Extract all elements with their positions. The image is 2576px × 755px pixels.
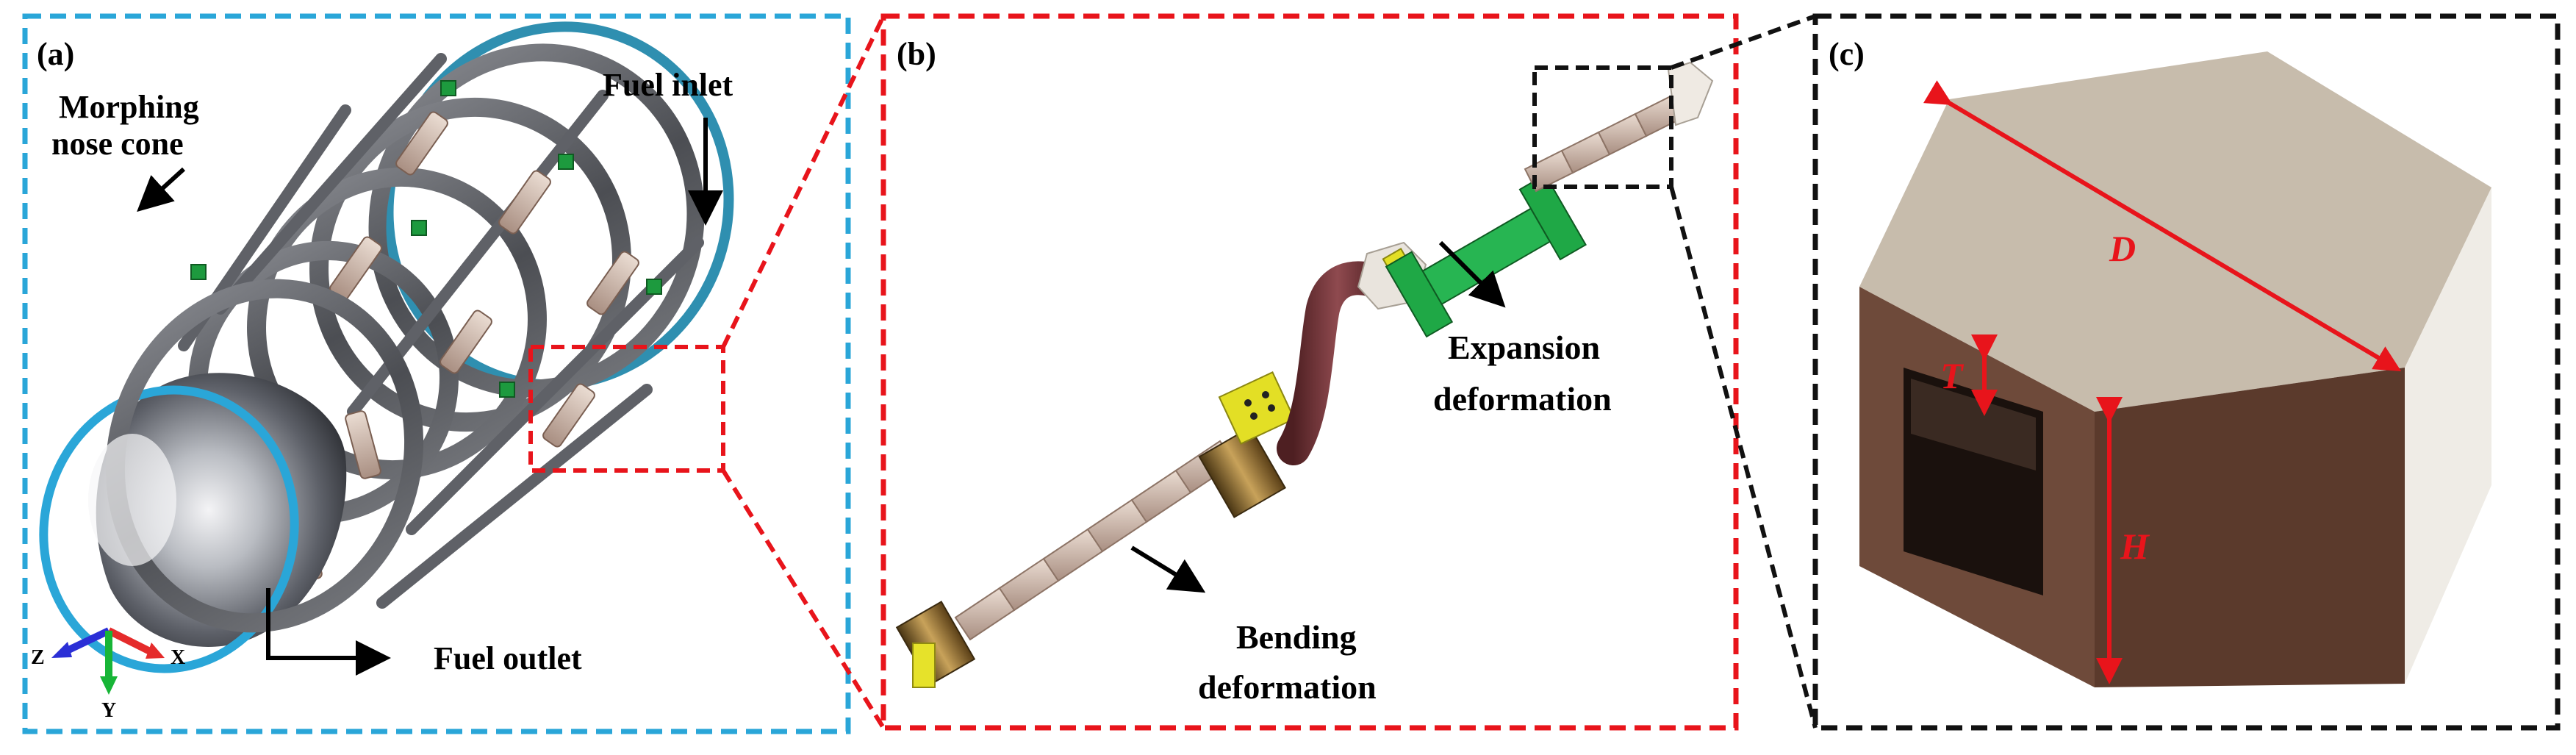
panel-c-border (1812, 13, 2561, 731)
dimension-d-label: D (2109, 228, 2136, 269)
bending-label-1: Bending (1236, 618, 1357, 656)
pipeline-illustration (895, 61, 1714, 688)
zoom-line-b-c-top (1670, 14, 1817, 70)
zoom-line-b-c-bottom (1669, 186, 1818, 729)
zoom-box-b (1532, 65, 1673, 189)
expansion-arrow (1438, 240, 1506, 308)
bending-arrow (1130, 545, 1206, 593)
zoom-line-a-b-top (721, 15, 886, 348)
zoom-line-a-b-bottom (721, 469, 886, 729)
panel-b-tag: (b) (897, 36, 936, 72)
expansion-label-1: Expansion (1448, 329, 1600, 366)
axis-y-label: Y (101, 699, 116, 722)
panel-a-border (22, 13, 851, 734)
morphing-nose-cone-label-2: nose cone (51, 126, 184, 162)
panel-a-tag: (a) (37, 36, 74, 72)
dimension-h-label: H (2120, 526, 2150, 567)
panel-c: (c) D T H (1812, 13, 2561, 731)
fuel-outlet-arrow (266, 588, 391, 676)
panel-b-border (880, 13, 1739, 731)
axis-x-label: X (171, 646, 185, 669)
fuel-outlet-label: Fuel outlet (434, 640, 582, 676)
fuel-inlet-label: Fuel inlet (603, 67, 733, 103)
expansion-label-2: deformation (1433, 380, 1612, 418)
panel-a: (a) Morphing nose cone Fuel inlet Fuel o… (22, 13, 851, 734)
hex-right-face (2405, 187, 2491, 684)
bending-label-2: deformation (1198, 668, 1377, 706)
panel-b: (b) Expansion deformation Bending deform… (880, 13, 1739, 731)
axis-z-label: Z (31, 646, 45, 669)
coordinate-axes: Z X Y (31, 627, 185, 722)
morphing-arrow (137, 167, 186, 212)
dimension-t-label: T (1940, 355, 1965, 396)
hex-front-face-right (2095, 368, 2405, 687)
panel-c-tag: (c) (1829, 36, 1865, 72)
zoom-box-a (528, 345, 725, 473)
nose-cone-illustration (39, 21, 734, 673)
morphing-nose-cone-label-1: Morphing (59, 89, 199, 125)
dimension-d-line (1923, 80, 2402, 372)
